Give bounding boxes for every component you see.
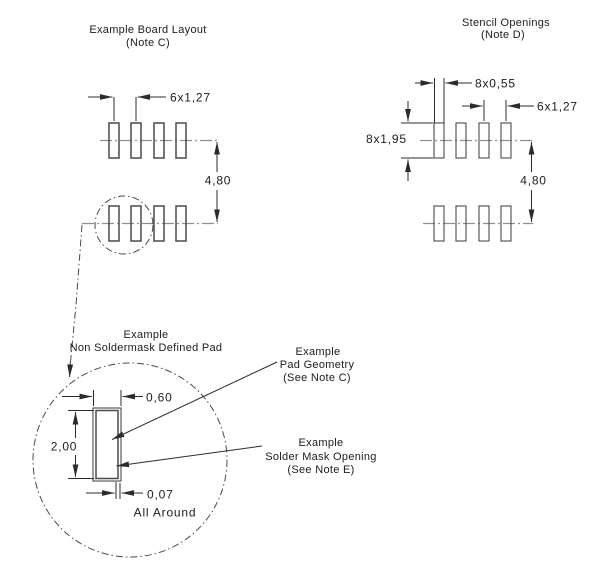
board-layout-note: (Note C) [126,37,170,49]
board-pad-row-top [108,122,187,159]
stencil-note: (Note D) [481,29,525,41]
stencil-width-dimension: 8x0,55 [415,77,516,123]
stencil-pitch-value: 6x1,27 [537,100,578,114]
stencil-pitch-dimension: 6x1,27 [462,100,578,121]
mask-opening-label-line1: Example [299,437,344,449]
board-row-spacing-value: 4,80 [205,174,232,188]
pad [108,205,120,242]
zoom-source-circle [94,195,154,255]
pad-geometry-leader [111,361,278,440]
stencil-row-bottom [433,205,512,242]
mask-opening-label-line2: Solder Mask Opening [265,451,376,463]
stencil-width-value: 8x0,55 [475,77,516,91]
mask-opening-label-line3: (See Note E) [287,464,354,476]
pad-height-value: 2,00 [51,440,78,454]
board-pad-row-bottom [108,205,187,242]
stencil-openings-diagram: Stencil Openings (Note D) 8x0,55 [366,17,578,242]
pad-geometry-label-line1: Example [296,346,341,358]
detail-view: Example Non Soldermask Defined Pad 0,60 … [32,329,376,558]
pad-height-dimension: 2,00 [51,410,94,479]
stencil-title: Stencil Openings [462,17,550,29]
board-layout-diagram: Example Board Layout (Note C) 6x1,27 [67,24,232,378]
detail-leader-arrow [67,361,74,378]
pad [108,122,120,159]
pad-geometry-callout: Example Pad Geometry (See Note C) [111,346,355,440]
board-row-spacing-dimension: 4,80 [205,142,232,222]
stencil-height-dimension: 8x1,95 [366,101,433,181]
stencil-opening [500,122,512,159]
mask-offset-value: 0,07 [147,488,174,502]
stencil-row-spacing-value: 4,80 [520,174,547,188]
pad-width-value: 0,60 [146,391,173,405]
board-pitch-dimension: 6x1,27 [88,91,211,121]
pad-outline [95,409,119,480]
pad [153,205,165,242]
pad [153,122,165,159]
stencil-opening [433,205,445,242]
detail-title-line1: Example [124,329,169,341]
detail-title-line2: Non Soldermask Defined Pad [70,342,223,354]
stencil-opening [455,122,467,159]
stencil-opening [478,122,490,159]
mask-opening-callout: Example Solder Mask Opening (See Note E) [116,437,376,476]
mask-opening-leader [116,445,263,468]
detail-leader-line [70,224,83,363]
stencil-row-top [433,122,512,159]
stencil-opening [500,205,512,242]
pad-geometry-label-line2: Pad Geometry [280,359,355,371]
solder-mask-opening-outline [92,407,122,482]
pad [175,122,187,159]
pad-width-dimension: 0,60 [62,390,173,406]
pad [175,205,187,242]
mask-offset-dimension: 0,07 All Around [86,482,196,520]
stencil-height-value: 8x1,95 [366,132,407,146]
board-layout-title: Example Board Layout [89,24,206,36]
stencil-opening [455,205,467,242]
stencil-opening [433,122,445,159]
mask-offset-note: All Around [134,506,197,520]
pad [130,122,142,159]
stencil-opening [478,205,490,242]
stencil-row-spacing-dimension: 4,80 [520,142,547,222]
pad-geometry-label-line3: (See Note C) [283,372,351,384]
board-pitch-value: 6x1,27 [170,91,211,105]
detail-circle [32,362,228,558]
pad [130,205,142,242]
